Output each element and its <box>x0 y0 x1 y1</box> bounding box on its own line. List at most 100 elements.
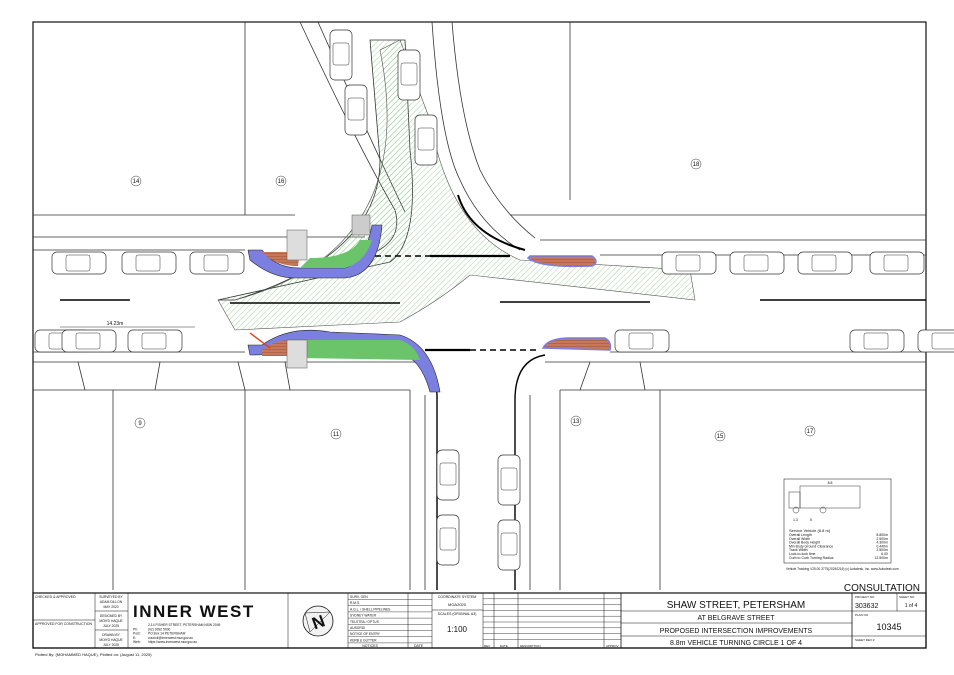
svg-text:JULY 2025: JULY 2025 <box>103 643 119 647</box>
notice-item: KERB & GUTTER <box>350 638 377 642</box>
svg-text:APPROVED FOR CONSTRUCTION: APPROVED FOR CONSTRUCTION <box>35 622 92 626</box>
svg-text:SHEET NO: SHEET NO <box>899 595 915 599</box>
svg-text:SCALES (ORIGINAL A3): SCALES (ORIGINAL A3) <box>438 612 477 616</box>
parked-car-icon <box>614 329 670 353</box>
svg-text:1 of 4: 1 of 4 <box>905 603 918 609</box>
spec-value: 4.300m <box>876 541 888 545</box>
spec-value: 2.500m <box>876 537 888 541</box>
svg-text:JULY 2025: JULY 2025 <box>103 624 119 628</box>
plan-number: 10345 <box>876 622 901 632</box>
title-block <box>32 592 927 649</box>
spec-label: Curb to Curb Turning Radius <box>789 556 834 560</box>
lot-16: 16 <box>275 175 287 187</box>
address-key: Post: <box>133 632 141 636</box>
parked-car-icon <box>869 251 925 275</box>
svg-text:AT BELGRAVE STREET: AT BELGRAVE STREET <box>697 615 775 622</box>
parked-car-icon <box>849 329 905 353</box>
address-value: PO Box 14 PETERSHAM <box>148 632 186 636</box>
parked-car-icon <box>189 251 245 275</box>
notice-item: NOTICE OF ENTRY <box>350 632 381 636</box>
svg-text:PROJECT NO: PROJECT NO <box>855 595 875 599</box>
svg-text:REV: REV <box>484 644 490 648</box>
plot-footer: Plotted By: (MOHAMMED HAQUE), Plotted on… <box>35 652 152 657</box>
inner-west-logo: INNER WEST <box>133 602 255 621</box>
lot-number: 9 <box>138 421 142 427</box>
parked-car-icon <box>917 329 954 353</box>
vehicle-tracking-credit: Vehicle Tracking V25.00.3775(20240216) (… <box>786 567 899 571</box>
svg-text:MOH'D HAQUE: MOH'D HAQUE <box>99 619 123 623</box>
spec-value: 0.440m <box>876 544 888 548</box>
lot-15: 15 <box>714 430 726 442</box>
svg-text:DESIGNED BY: DESIGNED BY <box>100 614 123 618</box>
title-block-text: CHECKED & APPROVED APPROVED FOR CONSTRUC… <box>35 595 917 648</box>
svg-text:DATE: DATE <box>414 644 424 648</box>
address-key: Web: <box>133 640 141 644</box>
lot-17: 17 <box>804 425 816 437</box>
spec-label: Overall Length <box>789 533 812 537</box>
svg-text:MGA2020: MGA2020 <box>448 602 467 607</box>
svg-text:8.8m VEHICLE TURNING CIRCLE 1: 8.8m VEHICLE TURNING CIRCLE 1 OF 4 <box>670 640 802 647</box>
spec-label: Overall Body Height <box>789 541 820 545</box>
parked-car-icon <box>121 251 177 275</box>
parked-car-icon <box>797 251 853 275</box>
notice-item: SURV. GEN <box>350 595 368 599</box>
notice-item: R.M.S. <box>350 601 360 605</box>
spec-label: Track Width <box>789 548 808 552</box>
address-key: Ph: <box>133 627 138 631</box>
notice-item: A.G.L. / SHELL PIPELINES <box>350 607 391 611</box>
consultation-label: CONSULTATION <box>844 583 920 594</box>
spec-label: Lock-to-lock time <box>789 552 816 556</box>
svg-text:DATE: DATE <box>500 644 508 648</box>
notice-item: TELSTRA / OPTUS <box>350 620 380 624</box>
vehicle-title: Service Vehicle (8.8 m) <box>789 528 831 533</box>
svg-text:SURVEYED BY: SURVEYED BY <box>99 595 123 599</box>
address-value: https://www.innerwest.nsw.gov.au <box>148 640 197 644</box>
svg-text:1.3: 1.3 <box>793 518 798 522</box>
lot-number: 11 <box>333 432 340 438</box>
svg-text:MOH'D HAQUE: MOH'D HAQUE <box>99 638 123 642</box>
svg-text:CHECKED & APPROVED: CHECKED & APPROVED <box>35 595 76 599</box>
parked-car-icon <box>661 251 717 275</box>
spec-value: 12.500m <box>874 556 888 560</box>
lot-number: 18 <box>693 162 700 168</box>
spec-label: Min Body Ground Clearance <box>789 544 833 548</box>
parked-car-icon <box>436 514 460 566</box>
vehicle-spec-box: 8.8 1.3 5 Service Vehicle (8.8 m) Overal… <box>783 478 899 571</box>
address-key: E: <box>133 636 136 640</box>
parked-car-icon <box>436 449 460 501</box>
svg-text:PLAN NO: PLAN NO <box>855 613 869 617</box>
lot-11: 11 <box>330 428 342 440</box>
kerb-extensions <box>247 214 612 393</box>
svg-text:DESCRIPTION: DESCRIPTION <box>520 644 541 648</box>
spec-label: Overall Width <box>789 537 810 541</box>
svg-text:8.8: 8.8 <box>828 481 833 485</box>
parked-car-icon <box>729 251 785 275</box>
project-number: 303632 <box>855 603 878 610</box>
svg-text:MAY 2020: MAY 2020 <box>103 605 118 609</box>
svg-text:5: 5 <box>810 518 812 522</box>
svg-text:ADAM DILLON: ADAM DILLON <box>100 600 123 604</box>
drawing-title: SHAW STREET, PETERSHAM <box>667 600 806 611</box>
lot-number: 15 <box>717 434 724 440</box>
lot-18: 18 <box>690 158 702 170</box>
spec-value: 6.00 <box>881 552 888 556</box>
north-arrow-icon: N <box>302 605 334 637</box>
parked-car-icon <box>127 329 183 353</box>
svg-text:NOTICES: NOTICES <box>362 644 378 648</box>
spec-value: 8.800m <box>876 533 888 537</box>
notice-item: AUSGRID <box>350 626 366 630</box>
address-value: (02) 9392 5000 <box>148 627 171 631</box>
lot-9: 9 <box>134 417 146 429</box>
svg-text:SHEET REV #: SHEET REV # <box>855 638 875 642</box>
svg-text:APPROV: APPROV <box>606 644 619 648</box>
lot-number: 14 <box>133 179 140 185</box>
lot-number: 13 <box>573 419 580 425</box>
dimension-14-23m: 14.23m <box>60 321 195 328</box>
dimension-label: 14.23m <box>107 321 124 327</box>
lot-number: 16 <box>278 179 285 185</box>
parked-car-icon <box>497 454 521 506</box>
truck-cab-icon <box>788 491 801 509</box>
parked-car-icon <box>397 49 421 101</box>
lot-labels: 14 16 18 9 11 13 15 17 <box>130 158 816 442</box>
